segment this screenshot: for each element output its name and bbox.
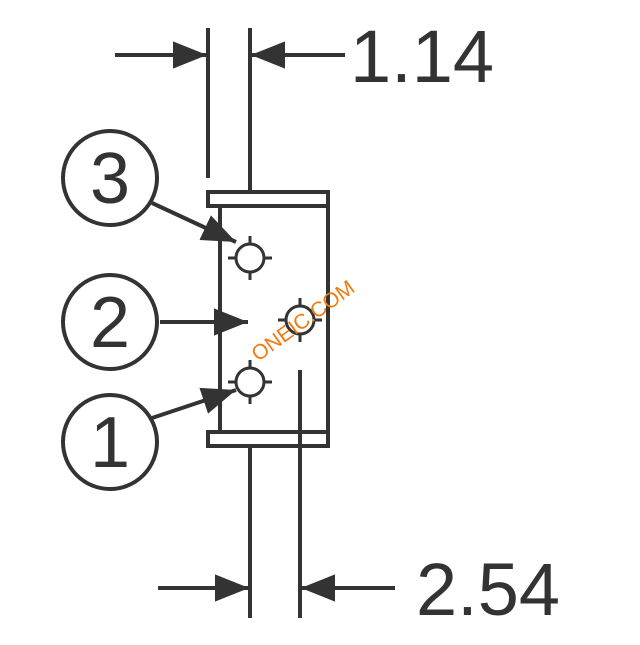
bottom-flange <box>206 430 330 448</box>
pin-1-label: 1 <box>90 403 130 483</box>
dimension-label-bottom: 2.54 <box>416 548 560 631</box>
pin-3-label: 3 <box>90 139 130 219</box>
dimension-label-top: 1.14 <box>350 15 494 98</box>
top-dimension <box>115 28 345 190</box>
pin-hole-1 <box>228 360 272 404</box>
pin-3-circle <box>61 129 159 227</box>
pin-2-label: 2 <box>90 283 130 363</box>
pin-1-leader-arrow <box>151 387 237 420</box>
top-flange <box>206 190 330 208</box>
pin-3-leader-arrow <box>151 201 237 244</box>
pin-hole-3 <box>228 236 272 280</box>
leads <box>248 370 302 618</box>
watermark-text: ONEIC.COM <box>247 276 359 366</box>
pin-2-circle <box>61 273 159 371</box>
pin-hole-2 <box>278 298 322 342</box>
pin-holes <box>228 236 322 404</box>
pin-callouts <box>61 129 248 491</box>
pin-1-circle <box>61 393 159 491</box>
